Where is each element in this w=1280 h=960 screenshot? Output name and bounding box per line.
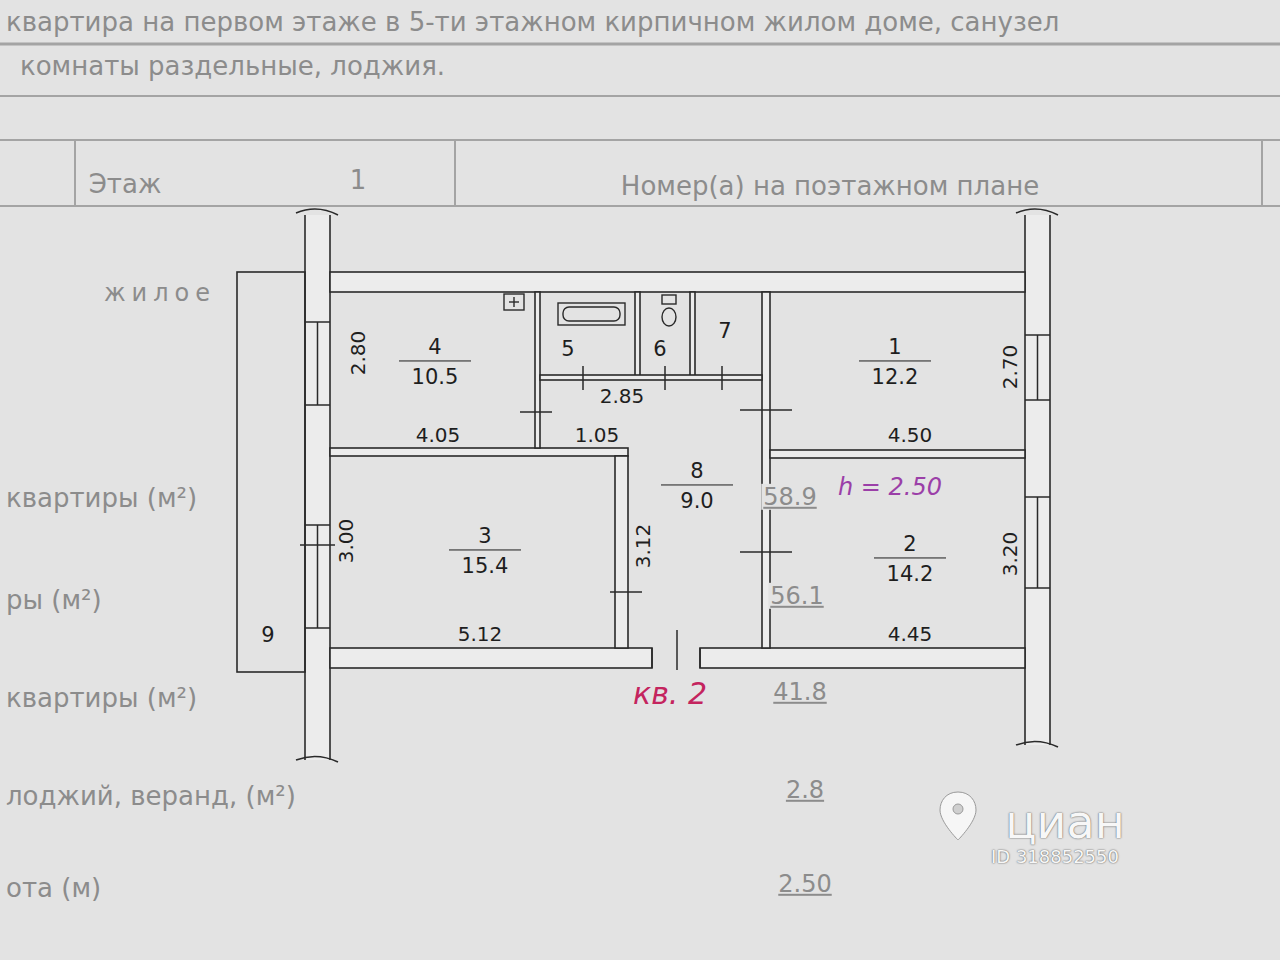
- doors: [300, 366, 792, 670]
- room-area: 9.0: [680, 490, 713, 513]
- table-value: 58.9: [761, 484, 818, 510]
- table-header: Номер(а) на поэтажном плане: [621, 172, 1039, 201]
- table-label: квартиры (м²): [6, 684, 197, 713]
- room-number: 8: [661, 460, 733, 485]
- room-number: 1: [859, 336, 931, 361]
- room-number: 5: [561, 338, 574, 361]
- dimension: 1.05: [575, 424, 620, 446]
- room-number: 6: [653, 338, 666, 361]
- dimension: 3.12: [632, 524, 654, 569]
- form-text: квартира на первом этаже в 5-ти этажном …: [6, 8, 1059, 37]
- dimension: 4.05: [416, 424, 461, 446]
- dimension: 2.80: [347, 331, 369, 376]
- room-number: 3: [449, 525, 521, 550]
- room: 7: [695, 292, 762, 375]
- table-label: квартиры (м²): [6, 484, 197, 513]
- dimension: 5.12: [458, 623, 503, 645]
- room-number: 7: [718, 320, 731, 343]
- room-area: 12.2: [872, 366, 919, 389]
- dimension: 4.50: [888, 424, 933, 446]
- apartment-number: кв. 2: [633, 677, 707, 710]
- ceiling-height-note: h = 2.50: [836, 474, 944, 500]
- form-text: жилое: [104, 280, 216, 306]
- table-header: Этаж: [89, 170, 162, 199]
- room: 5: [540, 292, 635, 375]
- room-number: 9: [261, 624, 274, 647]
- walls: [237, 209, 1058, 762]
- room: 9: [237, 272, 305, 672]
- dimension: 4.45: [888, 623, 933, 645]
- dimension: 3.20: [999, 532, 1021, 577]
- room: 89.0: [628, 380, 762, 648]
- form-text: комнаты раздельные, лоджия.: [20, 52, 445, 81]
- room: 315.4: [330, 456, 615, 648]
- table-label: лоджий, веранд, (м²): [6, 782, 296, 811]
- room-area: 14.2: [887, 563, 934, 586]
- table-cell: 1: [350, 166, 367, 195]
- table-value: 56.1: [768, 583, 825, 609]
- watermark-id: ID 318852550: [991, 847, 1119, 867]
- table-label: ры (м²): [6, 586, 102, 615]
- dimension: 2.85: [600, 385, 645, 407]
- table-value: 2.8: [786, 777, 824, 803]
- dimension: 2.70: [999, 345, 1021, 390]
- table-label: ота (м): [6, 874, 101, 903]
- table-value: 2.50: [778, 871, 831, 897]
- room-area: 10.5: [412, 366, 459, 389]
- form-grid: [0, 44, 1280, 206]
- room-area: 15.4: [462, 555, 509, 578]
- windows: [305, 322, 1050, 628]
- fixtures: [504, 294, 676, 326]
- dimension: 3.00: [335, 517, 357, 566]
- room-number: 4: [399, 336, 471, 361]
- room: 6: [640, 292, 690, 375]
- watermark-pin: [940, 792, 976, 840]
- room-number: 2: [874, 533, 946, 558]
- table-value: 41.8: [773, 679, 826, 705]
- watermark: циан: [1005, 797, 1124, 848]
